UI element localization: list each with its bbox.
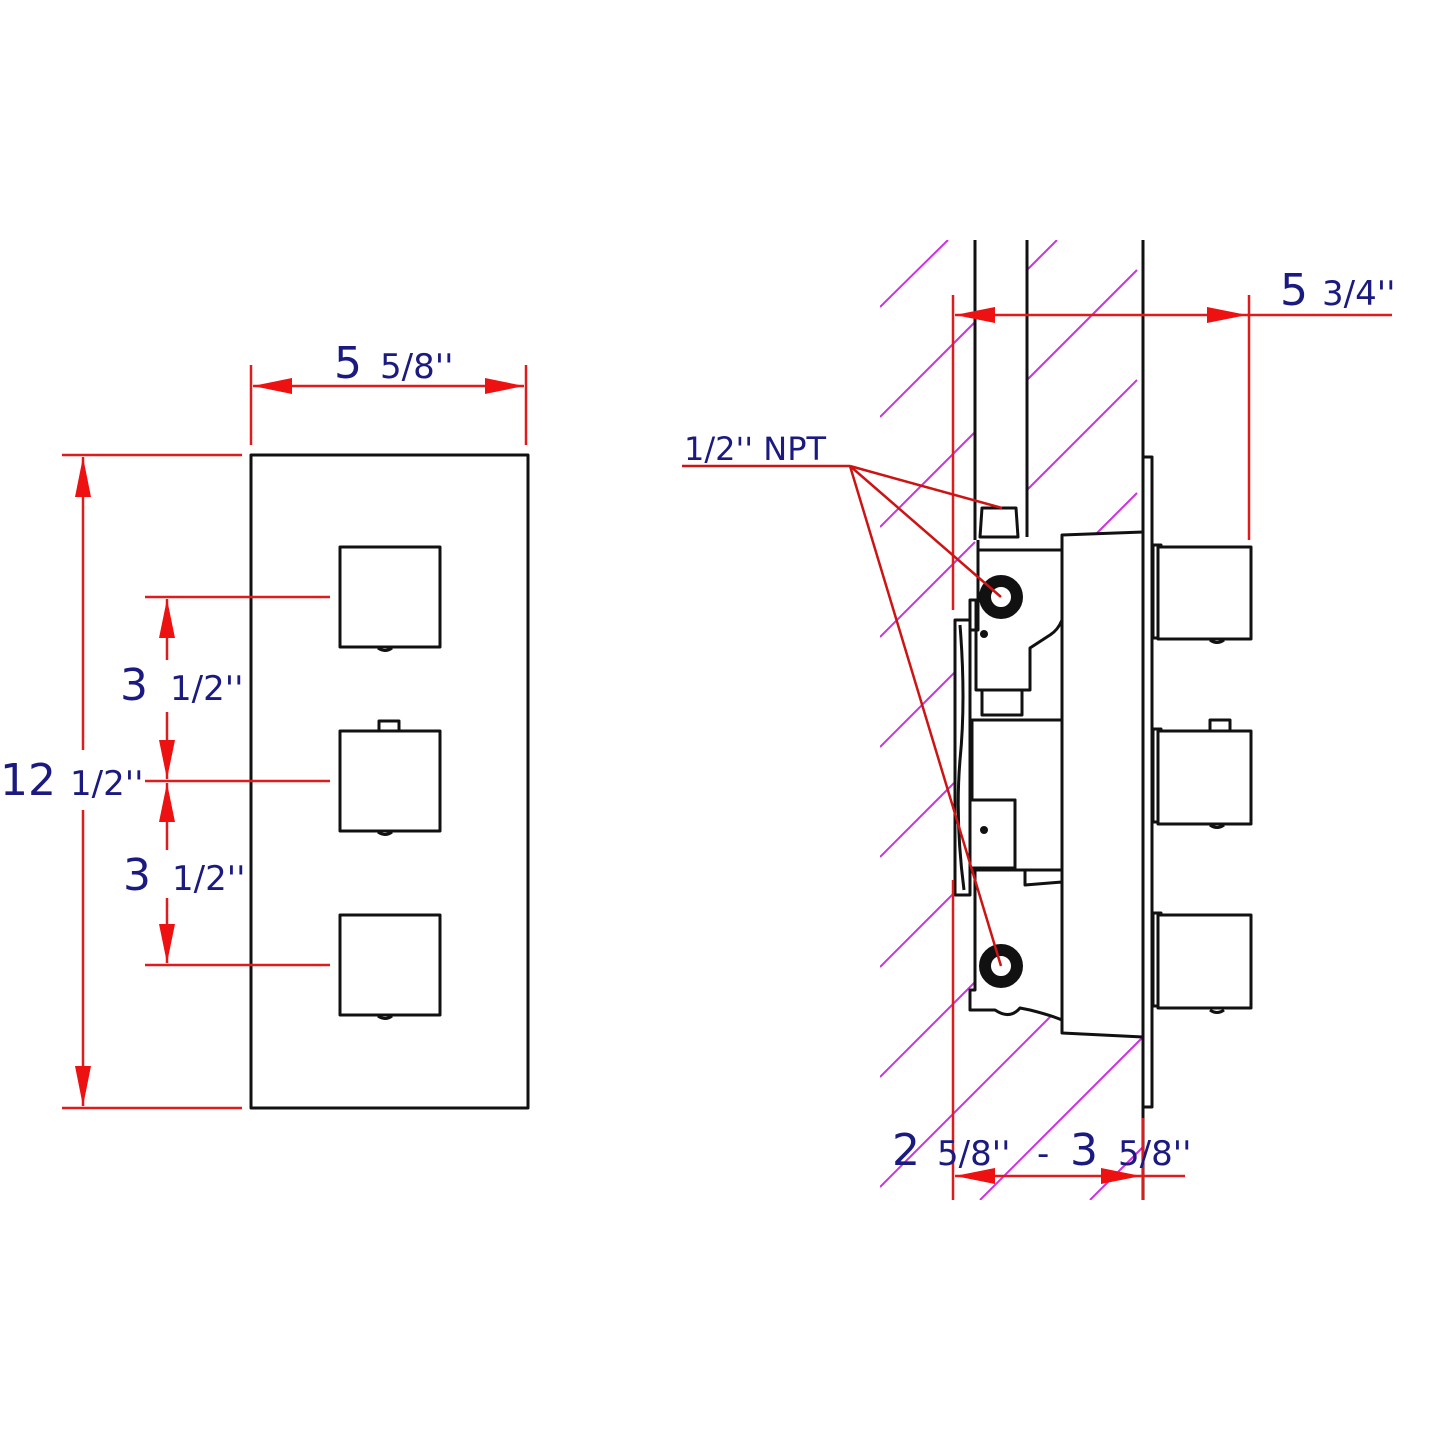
valve-body — [953, 506, 1145, 1039]
spacing-upper-whole: 3 — [120, 660, 148, 711]
handle-bottom — [338, 913, 442, 1020]
handle-top — [338, 545, 442, 652]
wall-thickness-dimension: 2 5/8'' - 3 5/8'' — [892, 1118, 1191, 1200]
wall-dim-separator: - — [1037, 1134, 1049, 1174]
spacing-lower-whole: 3 — [123, 850, 151, 901]
upper-pipe-connection — [979, 575, 1023, 619]
side-handle-bottom — [1151, 911, 1253, 1014]
spacing-lower-fraction: 1/2'' — [172, 859, 245, 899]
side-handle-top — [1151, 543, 1253, 644]
side-trim-plate — [1141, 455, 1154, 1109]
height-dim-whole: 12 — [0, 755, 56, 806]
height-dim-fraction: 1/2'' — [70, 764, 143, 804]
spacing-upper-fraction: 1/2'' — [170, 669, 243, 709]
depth-dimension: 5 3/4'' — [951, 265, 1395, 1200]
wall-dim-fraction-a: 5/8'' — [937, 1134, 1010, 1174]
side-handle-middle — [1151, 718, 1253, 829]
handle-spacing-dimensions: 3 1/2'' 3 1/2'' — [120, 595, 330, 967]
wall-dim-whole-a: 2 — [892, 1125, 920, 1176]
handle-middle — [338, 719, 442, 836]
wall-dim-whole-b: 3 — [1070, 1125, 1098, 1176]
depth-dim-whole: 5 — [1280, 265, 1308, 316]
front-view: 5 5/8'' 12 1/2'' 3 1/2'' — [0, 338, 530, 1110]
width-dim-fraction: 5/8'' — [380, 347, 453, 387]
width-dim-whole: 5 — [334, 338, 362, 389]
side-view: 5 3/4'' 1/2'' NPT 2 5/8'' - 3 5/8'' — [682, 240, 1395, 1200]
npt-callout: 1/2'' NPT — [682, 430, 1003, 967]
width-dimension: 5 5/8'' — [249, 338, 528, 445]
npt-label: 1/2'' NPT — [684, 430, 827, 468]
height-dimension: 12 1/2'' — [0, 453, 242, 1110]
wall-dim-fraction-b: 5/8'' — [1118, 1134, 1191, 1174]
depth-dim-fraction: 3/4'' — [1322, 274, 1395, 314]
lower-pipe-connection — [979, 944, 1023, 988]
